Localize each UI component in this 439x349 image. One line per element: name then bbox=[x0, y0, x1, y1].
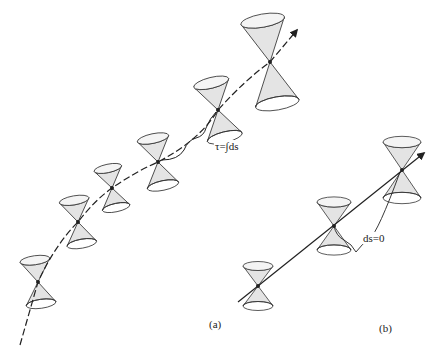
light-cone bbox=[192, 73, 243, 147]
panel-label: (a) bbox=[208, 318, 222, 330]
proper-time-brace bbox=[162, 112, 216, 160]
interval-label: ds=0 bbox=[362, 232, 385, 244]
proper-time-label: τ=∫ds bbox=[214, 140, 239, 152]
light-cone bbox=[59, 193, 98, 250]
null-interval-brace bbox=[334, 172, 400, 252]
light-cone bbox=[136, 131, 179, 194]
null-world-line bbox=[238, 153, 424, 302]
world-line bbox=[20, 30, 297, 345]
panel-label: (b) bbox=[378, 322, 393, 334]
